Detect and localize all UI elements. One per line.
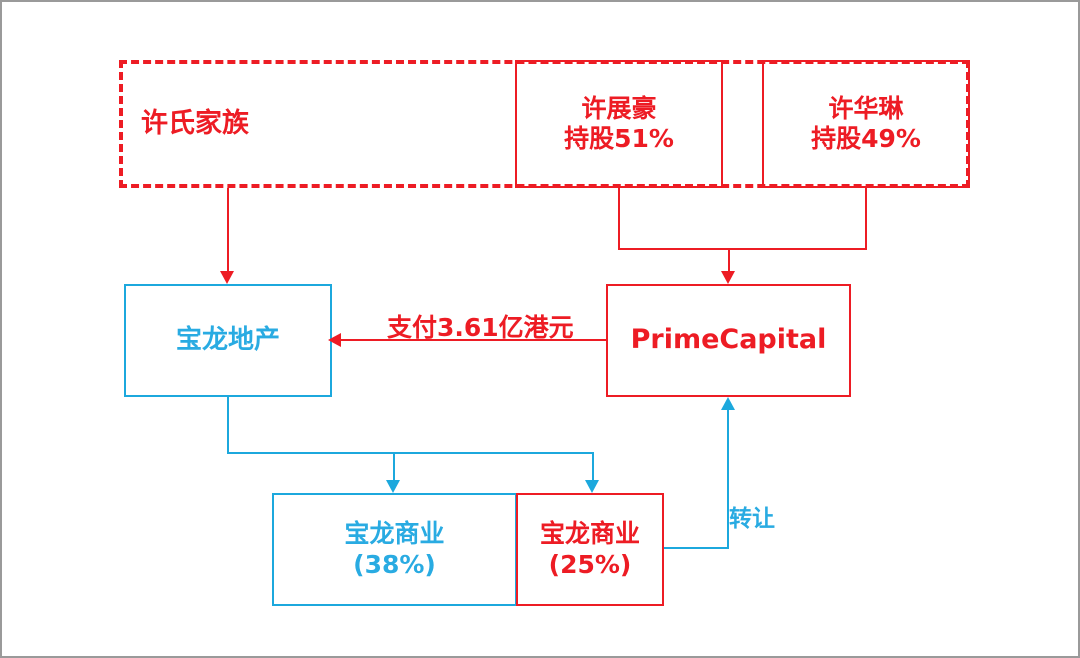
prime-capital-label: PrimeCapital [630,324,827,356]
node-shareholder-xu-hualin[interactable]: 许华琳 持股49% [762,60,970,188]
node-baolong-commercial-25[interactable]: 宝龙商业 (25%) [516,493,664,606]
edge-transfer-vertical [727,410,729,548]
edge-shareholders-bus [618,248,867,250]
shareholder-1-text: 许展豪 持股51% [564,94,674,155]
edge-property-to-commercial25-arrowhead [585,480,599,493]
baolong-commercial-38-name: 宝龙商业 [344,519,445,548]
edge-property-to-commercial25-line [592,452,594,480]
edge-shareholder1-drop [618,188,620,250]
shareholder-2-stake: 持股49% [811,124,921,153]
edge-transfer-label: 转让 [729,506,775,532]
baolong-commercial-38-stake: (38%) [353,549,436,579]
edge-family-to-property-line [227,188,229,271]
baolong-commercial-38-text: 宝龙商业 (38%) [344,519,444,580]
edge-transfer-horizontal [664,547,729,549]
edge-property-to-commercial38-line [393,452,395,480]
shareholder-2-name: 许华琳 [828,93,904,123]
edge-payment-arrowhead [328,333,341,347]
shareholder-1-name: 许展豪 [581,93,657,123]
shareholder-2-text: 许华琳 持股49% [811,94,921,155]
edge-property-to-commercial38-arrowhead [386,480,400,493]
node-baolong-property[interactable]: 宝龙地产 [124,284,332,397]
edge-shareholders-to-prime-line [728,248,730,271]
edge-family-to-property-arrowhead [220,271,234,284]
node-baolong-commercial-38[interactable]: 宝龙商业 (38%) [272,493,517,606]
shareholder-1-stake: 持股51% [564,124,674,153]
edge-property-bus [227,452,594,454]
edge-shareholders-to-prime-arrowhead [721,271,735,284]
baolong-property-label: 宝龙地产 [175,324,280,355]
edge-payment-label: 支付3.61亿港元 [387,313,574,342]
edge-payment-line [339,339,606,341]
node-shareholder-xu-zhanhao[interactable]: 许展豪 持股51% [515,60,723,188]
edge-transfer-arrowhead [721,397,735,410]
family-group-label: 许氏家族 [141,107,249,139]
baolong-commercial-25-name: 宝龙商业 [539,519,640,548]
baolong-commercial-25-stake: (25%) [548,549,632,579]
baolong-commercial-25-text: 宝龙商业 (25%) [540,519,640,580]
edge-shareholder2-drop [865,188,867,250]
node-prime-capital[interactable]: PrimeCapital [606,284,851,397]
edge-property-drop [227,397,229,454]
